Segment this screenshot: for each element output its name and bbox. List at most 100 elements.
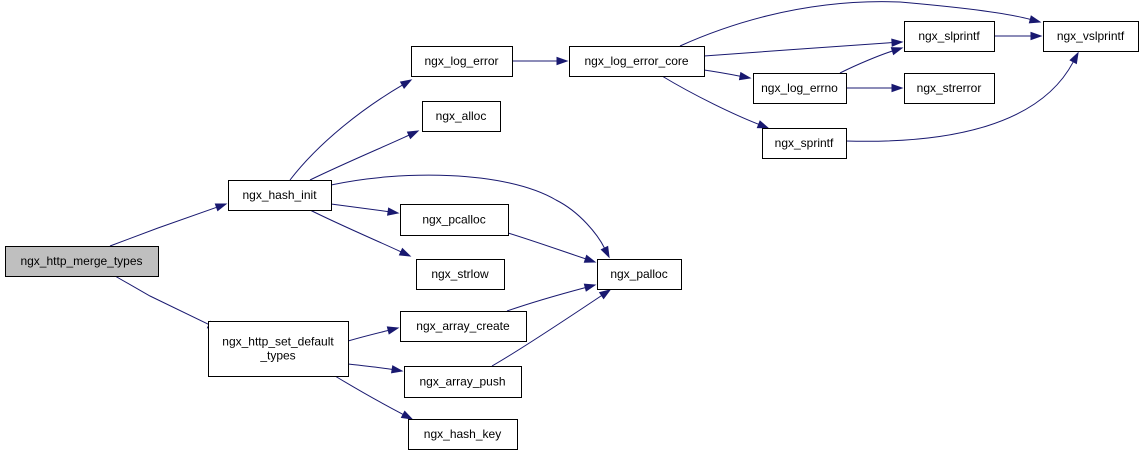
node-box	[762, 128, 847, 159]
node-label: ngx_slprintf	[918, 29, 980, 43]
edge-line	[109, 206, 217, 247]
arrowhead-icon	[598, 289, 612, 300]
edge-merge_types-to-hash_init	[109, 203, 228, 247]
node-hash_key[interactable]: ngx_hash_key	[408, 419, 518, 450]
node-box	[904, 21, 995, 52]
edge-log_error_core-to-vslprintf	[679, 1, 1042, 47]
edge-hash_init-to-palloc	[330, 174, 610, 259]
node-label: ngx_alloc	[436, 109, 487, 123]
node-strerror[interactable]: ngx_strerror	[904, 73, 995, 104]
node-log_errno[interactable]: ngx_log_errno	[753, 73, 847, 104]
node-log_error_core[interactable]: ngx_log_error_core	[569, 46, 705, 77]
node-box	[753, 73, 847, 104]
node-alloc[interactable]: ngx_alloc	[422, 101, 501, 132]
node-box	[5, 246, 159, 277]
node-box	[569, 46, 705, 77]
node-label: ngx_pcalloc	[422, 213, 485, 227]
node-label: ngx_sprintf	[775, 136, 834, 150]
node-label: ngx_http_set_default	[222, 335, 334, 349]
arrowhead-icon	[583, 254, 597, 263]
arrowhead-icon	[891, 38, 904, 47]
node-label: ngx_palloc	[610, 267, 667, 281]
edge-line	[309, 134, 410, 181]
arrowhead-icon	[891, 83, 904, 93]
arrowhead-icon	[390, 365, 404, 374]
node-box	[1043, 21, 1139, 52]
edge-line	[703, 42, 893, 57]
arrowhead-icon	[398, 247, 412, 257]
node-label: ngx_log_error	[424, 54, 498, 68]
arrowhead-icon	[386, 326, 400, 335]
node-vslprintf[interactable]: ngx_vslprintf	[1043, 21, 1139, 52]
arrowhead-icon	[738, 71, 752, 81]
node-box	[400, 204, 509, 236]
edge-set_default-to-array_push	[347, 363, 404, 374]
node-label: ngx_log_errno	[761, 81, 838, 95]
node-box	[400, 311, 527, 342]
node-box	[408, 419, 518, 450]
arrowhead-icon	[583, 283, 597, 292]
node-palloc[interactable]: ngx_palloc	[597, 259, 682, 290]
node-box	[416, 259, 505, 290]
arrowhead-icon	[406, 130, 420, 140]
node-array_create[interactable]: ngx_array_create	[400, 311, 527, 342]
node-label: ngx_hash_init	[242, 188, 317, 202]
node-sprintf[interactable]: ngx_sprintf	[762, 128, 847, 159]
node-box	[228, 180, 332, 211]
edge-line	[661, 75, 759, 125]
node-log_error[interactable]: ngx_log_error	[411, 46, 513, 77]
node-strlow[interactable]: ngx_strlow	[416, 259, 505, 290]
node-box	[411, 46, 513, 77]
arrowhead-icon	[1069, 51, 1079, 65]
edge-array_create-to-palloc	[506, 283, 597, 312]
edge-log_error_core-to-sprintf	[661, 75, 770, 129]
edge-log_error_core-to-slprintf	[703, 38, 904, 57]
edge-line	[491, 295, 602, 367]
edge-line	[845, 61, 1074, 142]
edge-log_errno-to-strerror	[845, 83, 904, 93]
arrowhead-icon	[556, 56, 569, 66]
arrowhead-icon	[600, 245, 610, 259]
node-label: ngx_http_merge_types	[20, 254, 142, 268]
arrowhead-icon	[399, 79, 413, 89]
edge-line	[839, 50, 893, 74]
edge-array_push-to-palloc	[491, 289, 612, 367]
node-box	[422, 101, 501, 132]
arrowhead-icon	[214, 203, 228, 212]
node-box	[904, 73, 995, 104]
node-slprintf[interactable]: ngx_slprintf	[904, 21, 995, 52]
arrowhead-icon	[890, 47, 904, 56]
edge-line	[114, 275, 210, 326]
edge-line	[330, 174, 605, 249]
node-label: ngx_array_create	[416, 319, 510, 333]
arrowhead-icon	[400, 410, 414, 420]
arrowhead-icon	[1028, 15, 1042, 24]
node-pcalloc[interactable]: ngx_pcalloc	[400, 204, 509, 236]
edge-hash_init-to-log_error	[289, 79, 413, 181]
node-set_default[interactable]: ngx_http_set_default_types	[208, 321, 349, 377]
edge-slprintf-to-vslprintf	[994, 31, 1043, 41]
arrowhead-icon	[1030, 31, 1043, 41]
node-merge_types[interactable]: ngx_http_merge_types	[5, 246, 159, 277]
node-array_push[interactable]: ngx_array_push	[404, 366, 522, 398]
edge-line	[289, 84, 403, 181]
edge-line	[506, 287, 586, 312]
edge-line	[703, 69, 741, 77]
arrowhead-icon	[387, 207, 400, 216]
edge-line	[330, 203, 389, 213]
node-box	[597, 259, 682, 290]
node-label: ngx_log_error_core	[584, 54, 688, 68]
node-hash_init[interactable]: ngx_hash_init	[228, 180, 332, 211]
node-label: _types	[259, 349, 295, 363]
edge-pcalloc-to-palloc	[507, 232, 597, 263]
edge-line	[347, 329, 389, 342]
edge-log_error-to-log_error_core	[512, 56, 569, 66]
node-label: ngx_array_push	[419, 375, 505, 389]
node-box	[404, 366, 522, 398]
node-label: ngx_hash_key	[424, 427, 501, 441]
edge-line	[507, 232, 586, 260]
node-label: ngx_strerror	[917, 81, 982, 95]
edge-log_errno-to-slprintf	[839, 47, 904, 74]
edge-hash_init-to-strlow	[309, 209, 412, 257]
